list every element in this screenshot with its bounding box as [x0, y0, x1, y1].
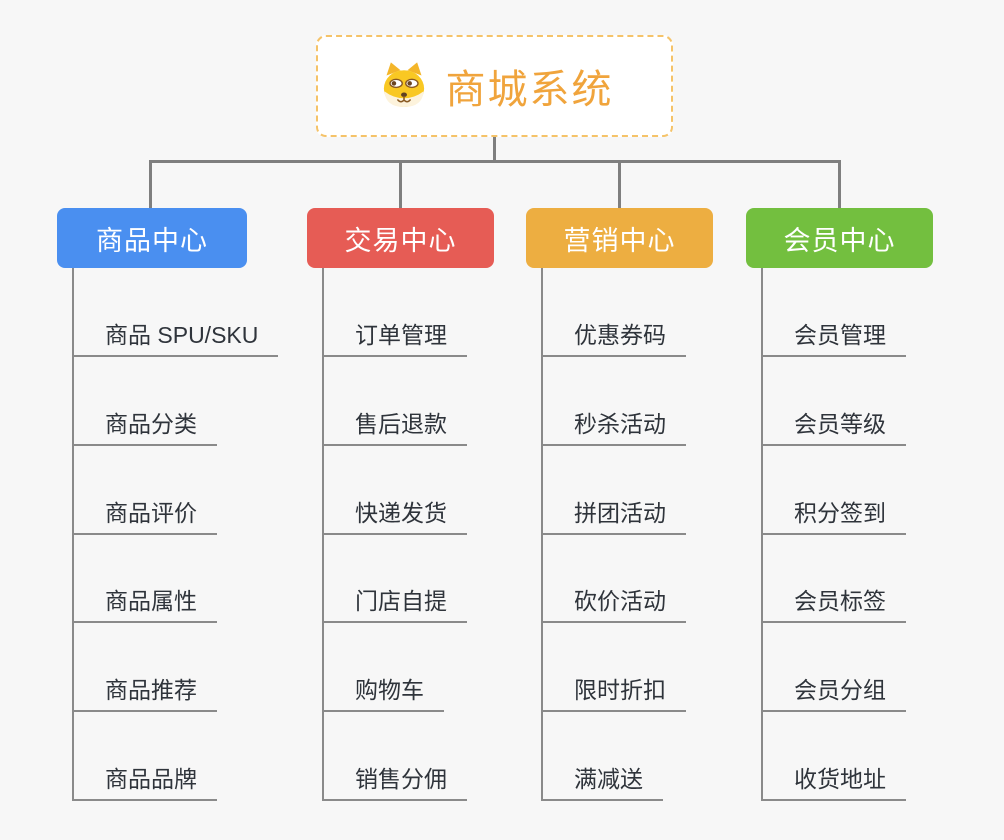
branch-label: 会员中心 [783, 225, 896, 256]
subtopic-item[interactable]: 秒杀活动 [541, 409, 686, 446]
subtopic-item[interactable]: 拼团活动 [541, 498, 686, 535]
drop-line-member [838, 161, 841, 208]
subtopic-item[interactable]: 砍价活动 [541, 586, 686, 623]
subtopic-item[interactable]: 门店自提 [322, 586, 467, 623]
drop-line-marketing [618, 161, 621, 208]
subtopic-item[interactable]: 订单管理 [322, 320, 467, 357]
subtopic-item[interactable]: 限时折扣 [541, 675, 686, 712]
subtopic-item[interactable]: 商品属性 [72, 586, 217, 623]
subtopic-item[interactable]: 商品品牌 [72, 764, 217, 801]
subtopic-item[interactable]: 商品 SPU/SKU [72, 320, 279, 357]
subtopic-item[interactable]: 会员标签 [761, 586, 906, 623]
subtopic-item[interactable]: 销售分佣 [322, 764, 467, 801]
branch-label: 交易中心 [344, 225, 457, 256]
subtopic-item[interactable]: 收货地址 [761, 764, 906, 801]
subtopic-item[interactable]: 满减送 [541, 764, 663, 801]
subtopic-item[interactable]: 优惠券码 [541, 320, 686, 357]
subtopic-item[interactable]: 商品评价 [72, 498, 217, 535]
subtopic-item[interactable]: 会员管理 [761, 320, 906, 357]
drop-line-product [149, 161, 152, 208]
subtopic-item[interactable]: 购物车 [322, 675, 444, 712]
subtopic-item[interactable]: 商品分类 [72, 409, 217, 446]
branch-product-center[interactable]: 商品中心 [57, 208, 247, 268]
root-stub-line [493, 136, 496, 163]
branch-label: 营销中心 [563, 225, 676, 256]
branch-label: 商品中心 [96, 225, 208, 256]
branch-trade-center[interactable]: 交易中心 [307, 208, 494, 268]
dog-face-icon [376, 58, 432, 114]
subtopic-item[interactable]: 会员等级 [761, 409, 906, 446]
root-topic-title: 商城系统 [445, 68, 614, 112]
subtopic-item[interactable]: 积分签到 [761, 498, 906, 535]
branch-marketing-center[interactable]: 营销中心 [526, 208, 713, 268]
subtopic-item[interactable]: 售后退款 [322, 409, 467, 446]
subtopic-item[interactable]: 会员分组 [761, 675, 906, 712]
drop-line-trade [399, 161, 402, 208]
subtopic-item[interactable]: 商品推荐 [72, 675, 217, 712]
branch-member-center[interactable]: 会员中心 [746, 208, 933, 268]
subtopic-item[interactable]: 快递发货 [322, 498, 467, 535]
bus-line [149, 160, 841, 163]
root-topic[interactable]: 商城系统 [316, 35, 673, 137]
